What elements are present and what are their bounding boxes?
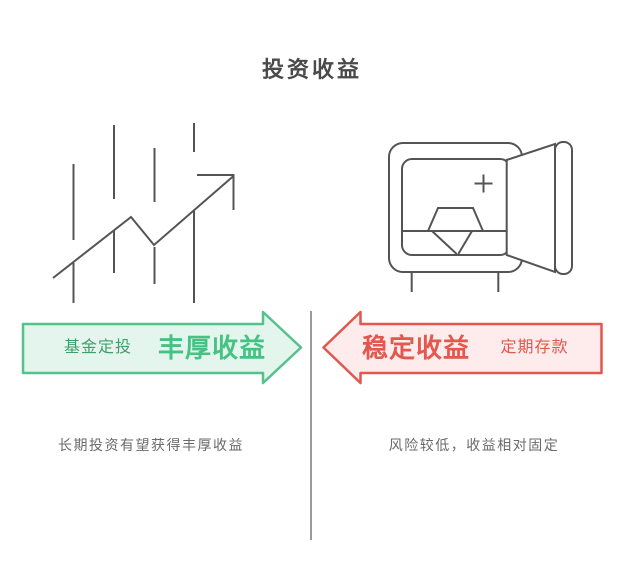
generous-returns-label: 丰厚收益 [158,333,267,363]
safe-door-edge-icon [554,141,573,275]
red-left-arrow-icon [322,310,603,385]
candlestick-lines-icon [72,123,195,303]
safe-illustration [388,141,573,292]
safe-legs-icon [410,272,500,292]
fund-investment-arrow: 基金定投 丰厚收益 [20,309,305,387]
growth-chart-illustration [52,123,235,303]
green-right-arrow-icon [21,310,303,385]
trend-up-arrow-icon [52,174,235,279]
gold-ingot-icon [427,207,484,232]
plus-icon [474,174,493,193]
right-caption: 风险较低，收益相对固定 [388,437,560,453]
fund-investment-label: 基金定投 [63,339,132,356]
fixed-deposit-label: 定期存款 [500,339,569,356]
center-divider [310,311,312,540]
stable-returns-label: 稳定收益 [361,333,470,363]
gold-ingot-reflection-icon [431,230,473,255]
fixed-deposit-arrow: 稳定收益 定期存款 [318,309,608,387]
page-title: 投资收益 [261,57,362,82]
safe-door-icon [505,142,556,274]
left-caption: 长期投资有望获得丰厚收益 [58,437,244,453]
